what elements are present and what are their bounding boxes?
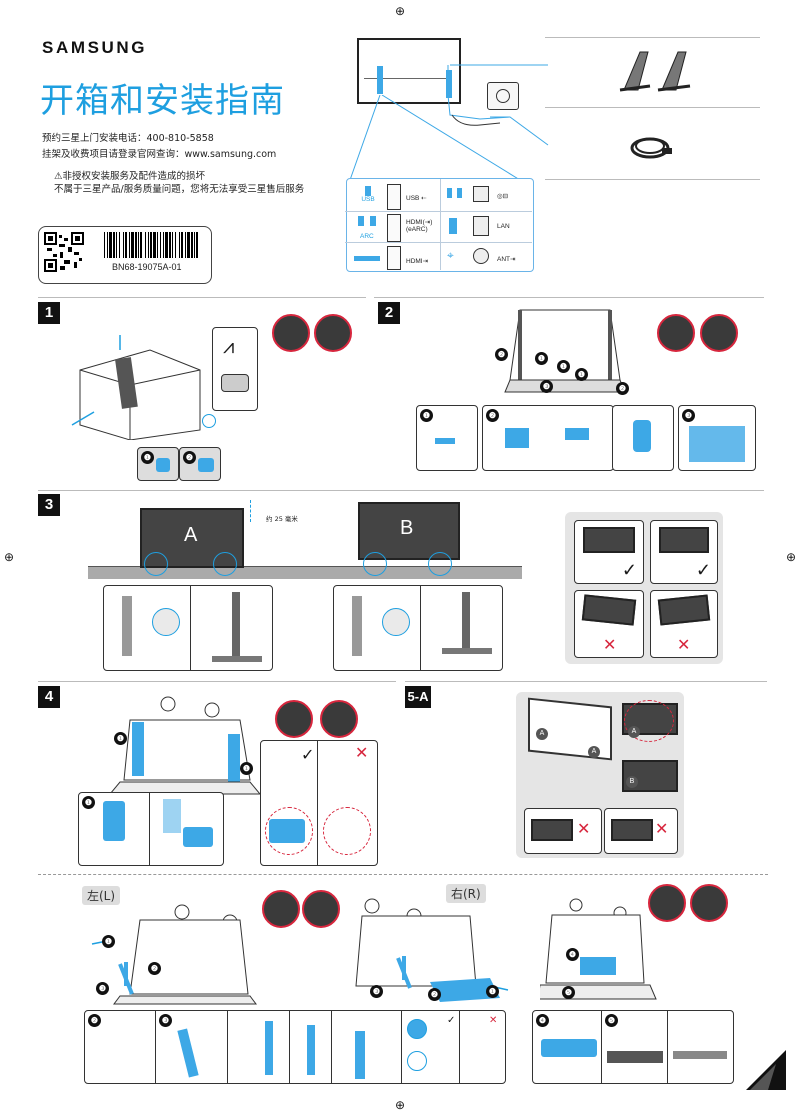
step-2-badge: 2: [378, 302, 400, 324]
hdmi-earc-port-icon: [387, 214, 401, 242]
no-knife-icon-2: [657, 314, 695, 352]
barcode-label: [38, 226, 212, 284]
cross-mark-b: ✕: [677, 637, 691, 654]
registration-mark-left: ⊕: [4, 550, 15, 564]
barcode-number: BN68-19075A-01: [112, 262, 182, 272]
ant-port-icon: [473, 248, 489, 264]
tv-b-illustration: B: [358, 502, 460, 560]
step-4-badge: 4: [38, 686, 60, 708]
cross-mark-4: ✕: [355, 745, 369, 762]
marker-a-1: A: [536, 728, 548, 740]
position-b-label: B: [400, 517, 414, 539]
step-5-detail-strip: ❷ ❸ ✓ ✕: [84, 1010, 506, 1084]
barcode-icon: [104, 232, 198, 258]
incorrect-placement-b: ✕: [650, 590, 718, 658]
warning-line-1: ⚠非授权安装服务及配件造成的损坏: [54, 171, 206, 182]
cross-mark-5a-2: ✕: [655, 821, 669, 838]
power-outlet-icon: [487, 82, 519, 110]
incorrect-5a-2: ✕: [604, 808, 678, 854]
no-lift-icon-4: [320, 700, 358, 738]
marker-a-3: A: [628, 726, 640, 738]
port-area-icon: [377, 66, 383, 94]
no-knife-icon-5r: [648, 884, 686, 922]
correct-placement-b: ✓: [650, 520, 718, 584]
check-mark-4: ✓: [301, 747, 315, 764]
warning-line-2: 不属于三星产品/服务质量问题，您将无法享受三星售后服务: [54, 184, 305, 195]
step-2-panel-3: [612, 405, 674, 471]
power-cable-icon: [630, 137, 672, 159]
step-2-panel-4: ❸: [678, 405, 756, 471]
left-stand-install-illustration: [91, 904, 257, 1005]
marker-a-2: A: [588, 746, 600, 758]
connector-lines: [349, 95, 521, 181]
gap-measurement-label: 约 25 毫米: [266, 515, 298, 523]
no-knife-icon-5l: [262, 890, 300, 928]
antenna-icon: ⌖: [447, 248, 454, 262]
no-knife-icon-4: [275, 700, 313, 738]
page-curl-icon: [746, 1050, 786, 1090]
step-1-badge: 1: [38, 302, 60, 324]
earc-label: (eARC): [406, 226, 428, 233]
registration-mark-bottom: ⊕: [395, 1098, 406, 1112]
left-side-label: 左(L): [82, 886, 121, 905]
hdmi-label: HDMI⇥: [406, 258, 429, 265]
tv-back-illustration: [357, 38, 461, 104]
stand-feet-icon: [619, 51, 691, 92]
usb-port-label: USB ⇠: [406, 195, 427, 202]
marker-b: B: [626, 776, 638, 788]
check-mark-a: ✓: [621, 560, 637, 580]
no-lift-icon-5l: [302, 890, 340, 928]
step-3-badge: 3: [38, 494, 60, 516]
registration-mark-right: ⊕: [786, 550, 797, 564]
step-2-panel-1: ❶: [416, 405, 478, 471]
cable-lines: [447, 64, 549, 146]
ant-label: ANT⇥: [497, 256, 516, 263]
step-3b-detail: [333, 585, 503, 671]
hdmi-port-icon: [387, 246, 401, 270]
step-5a-badge: 5-A: [405, 686, 431, 708]
page-title: 开箱和安装指南: [40, 81, 285, 121]
usb-label: USB: [361, 196, 375, 203]
step-2-panel-2: ❷: [482, 405, 614, 471]
correct-placement-a: ✓: [574, 520, 644, 584]
arc-label: ARC: [360, 233, 374, 240]
incorrect-placement-a: ✕: [574, 590, 644, 658]
step-4-detail: ❶: [78, 792, 224, 866]
base-remove-illustration: [540, 898, 657, 1000]
usb-port-icon: [387, 184, 401, 210]
packing-frame-illustration: [504, 309, 626, 393]
registration-mark-top: ⊕: [395, 4, 406, 18]
service-phone: 预约三星上门安装电话：400-810-5858: [42, 133, 214, 144]
cross-mark-a: ✕: [603, 637, 617, 654]
lift-tv-out-illustration: [110, 696, 260, 795]
cross-mark-5: ✕: [489, 1015, 498, 1026]
no-lay-flat-icon: [314, 314, 352, 352]
right-side-label: 右(R): [446, 884, 486, 903]
step-1-detail-b: ❷: [179, 447, 221, 481]
right-stand-install-illustration: [355, 898, 509, 1002]
step-3a-detail: [103, 585, 273, 671]
box-open-illustration: [71, 335, 201, 440]
position-a-label: A: [184, 524, 198, 546]
lan-port-icon: [473, 216, 489, 236]
step-1-detail-a: ❶: [137, 447, 179, 481]
step-4-check-panel: ✓ ✕: [260, 740, 378, 866]
step-5-base-detail: ❹ ❺: [532, 1010, 734, 1084]
no-knife-icon: [272, 314, 310, 352]
cross-mark-5a-1: ✕: [577, 821, 591, 838]
tabletop-surface: [88, 566, 522, 579]
accessory-panel: ⩘: [212, 327, 258, 411]
hdmi-earc-label: HDMI(⇥): [406, 219, 433, 226]
qr-code-icon: [44, 232, 84, 272]
check-mark-b: ✓: [695, 560, 711, 580]
service-website: 挂架及收费项目请登录官网查询：www.samsung.com: [42, 149, 277, 160]
no-lift-icon-2: [700, 314, 738, 352]
check-mark-5: ✓: [447, 1015, 456, 1026]
brand-logo: SAMSUNG: [42, 38, 148, 57]
lan-label: LAN: [497, 223, 510, 230]
incorrect-5a-1: ✕: [524, 808, 602, 854]
no-lift-icon-5r: [690, 884, 728, 922]
